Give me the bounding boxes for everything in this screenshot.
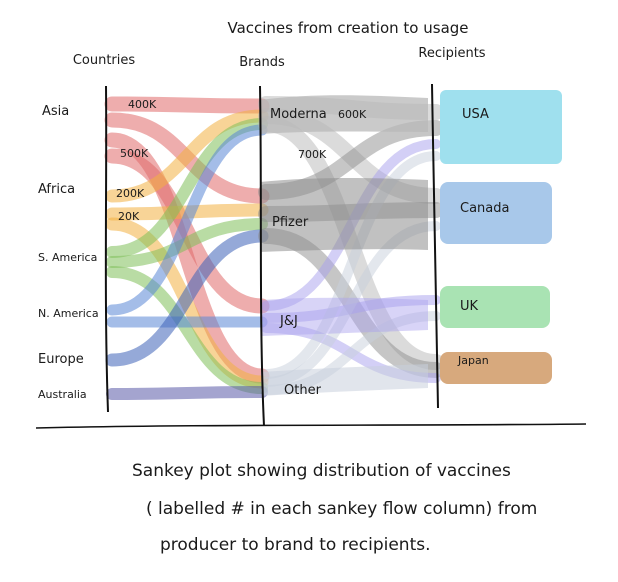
flow-other-to-usa xyxy=(261,151,441,379)
country-label-australia: Australia xyxy=(38,388,87,401)
flow-n-america-to-moderna xyxy=(106,124,268,316)
recipient-nodes xyxy=(440,90,562,384)
axis-line-countries xyxy=(104,85,109,413)
country-label-s-america: S. America xyxy=(38,251,97,264)
value-label-moderna-2: 700K xyxy=(298,148,327,161)
divider-line xyxy=(35,423,587,429)
country-label-asia: Asia xyxy=(42,104,69,119)
brand-label-other: Other xyxy=(284,383,322,398)
recipient-node-canada xyxy=(440,182,552,244)
chart-title: Vaccines from creation to usage xyxy=(227,19,468,37)
caption-line-1: Sankey plot showing distribution of vacc… xyxy=(132,461,511,481)
brand-label-moderna: Moderna xyxy=(270,107,327,122)
flows-countries-to-brands xyxy=(104,96,270,400)
flow-asia-to-moderna xyxy=(104,96,270,114)
brand-node-moderna xyxy=(260,95,428,134)
recipient-label-japan: Japan xyxy=(457,354,489,367)
country-label-n-america: N. America xyxy=(38,307,99,320)
brand-node-pfizer xyxy=(260,178,428,252)
recipient-node-japan xyxy=(440,352,552,384)
flow-asia-to-other xyxy=(104,132,270,384)
recipient-node-usa xyxy=(440,90,562,164)
brand-label-jj: J&J xyxy=(279,314,298,329)
country-label-europe: Europe xyxy=(38,352,84,367)
country-value-labels: 400K 500K 200K 20K xyxy=(116,98,157,223)
recipient-label-uk: UK xyxy=(460,299,479,314)
country-labels: Asia Africa S. America N. America Europe… xyxy=(38,104,99,401)
column-header-brands: Brands xyxy=(239,55,285,70)
recipient-node-uk xyxy=(440,286,550,328)
brand-node-other xyxy=(262,364,428,396)
value-label-moderna: 600K xyxy=(338,108,367,121)
column-header-recipients: Recipients xyxy=(418,46,485,61)
brand-label-pfizer: Pfizer xyxy=(272,215,309,230)
brand-node-jj xyxy=(262,297,428,336)
flow-australia-to-other xyxy=(106,386,268,400)
brand-nodes xyxy=(260,95,428,396)
value-label-asia: 400K xyxy=(128,98,157,111)
column-header-countries: Countries xyxy=(73,53,136,68)
flow-s-america-to-moderna xyxy=(106,118,268,258)
flow-africa-to-moderna xyxy=(105,109,269,203)
recipient-labels: USA Canada UK Japan xyxy=(457,107,509,367)
flow-europe-to-pfizer xyxy=(105,229,269,367)
caption-line-2: ( labelled # in each sankey flow column)… xyxy=(146,499,537,519)
caption: Sankey plot showing distribution of vacc… xyxy=(132,461,537,555)
country-label-africa: Africa xyxy=(38,182,75,197)
axis-line-recipients xyxy=(431,83,439,409)
flow-s-america-to-pfizer xyxy=(106,218,268,268)
recipient-label-usa: USA xyxy=(462,107,489,122)
flow-s-america-to-other xyxy=(106,266,268,394)
value-label-africa: 200K xyxy=(116,187,145,200)
value-label-asia-2: 500K xyxy=(120,147,149,160)
brand-labels: Moderna 600K 700K Pfizer J&J Other xyxy=(270,107,367,398)
recipient-label-canada: Canada xyxy=(460,201,509,216)
value-label-africa-2: 20K xyxy=(118,210,140,223)
caption-line-3: producer to brand to recipients. xyxy=(160,535,431,555)
axis-line-brands xyxy=(259,85,265,427)
